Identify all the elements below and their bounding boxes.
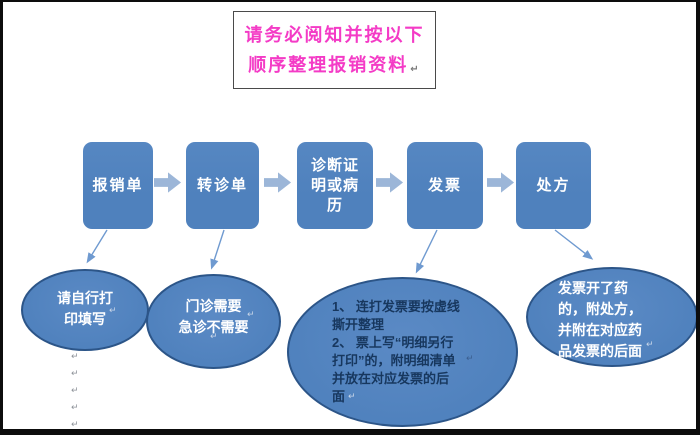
flow-step-label: 发票 bbox=[427, 176, 462, 194]
return-mark-icon: ↵ bbox=[466, 354, 474, 364]
right-block-arrow-icon bbox=[487, 172, 515, 193]
right-block-arrow-icon bbox=[376, 172, 404, 193]
note-ellipse-prescription-rules: 发票开了药 的，附处方， 并附在对应药 品发票的后面 bbox=[526, 267, 696, 367]
connector-to-note-print bbox=[86, 229, 108, 264]
return-mark-icon: ↵ bbox=[348, 392, 356, 402]
return-mark-icon: ↵ bbox=[646, 340, 654, 350]
note-ellipse-invoice-rules: 1、 连打发票要按虚线 撕开整理 2、 票上写“明细另行 打印”的，附明细清单 … bbox=[287, 277, 518, 427]
flow-step-invoice: 发票 bbox=[407, 142, 483, 229]
note-text: 1、 连打发票要按虚线 撕开整理 2、 票上写“明细另行 打印”的，附明细清单 … bbox=[332, 299, 460, 404]
connector-to-note-prescription bbox=[554, 229, 594, 260]
flow-step-diagnosis-or-record: 诊断证 明或病 历 bbox=[297, 142, 373, 229]
note-text: 请自行打 印填写 bbox=[57, 289, 113, 327]
title-line-1: 请务必阅知并按以下 bbox=[244, 25, 425, 45]
return-mark-icon: ↵ bbox=[71, 386, 79, 396]
return-mark-icon: ↵ bbox=[247, 310, 255, 320]
return-mark-icon: ↵ bbox=[71, 420, 79, 430]
flow-step-label: 转诊单 bbox=[196, 176, 248, 194]
right-block-arrow-icon bbox=[154, 172, 182, 193]
connector-to-note-referral bbox=[210, 229, 225, 270]
return-mark-icon: ↵ bbox=[71, 403, 79, 413]
note-text: 发票开了药 的，附处方， 并附在对应药 品发票的后面 bbox=[558, 280, 642, 359]
title-line-2: 顺序整理报销资料↵ bbox=[248, 50, 420, 80]
return-mark-icon: ↵ bbox=[71, 369, 79, 379]
flow-step-label: 诊断证 明或病 历 bbox=[310, 156, 359, 214]
note-ellipse-print-yourself: 请自行打 印填写 bbox=[21, 269, 149, 351]
flow-step-reimbursement-form: 报销单 bbox=[83, 142, 153, 229]
right-block-arrow-icon bbox=[264, 172, 292, 193]
connector-to-note-invoice bbox=[415, 229, 438, 274]
note-text: 门诊需要 急诊不需要 bbox=[178, 297, 249, 335]
return-mark-icon: ↵ bbox=[210, 332, 218, 342]
flow-step-label: 处方 bbox=[536, 176, 571, 194]
return-mark-icon: ↵ bbox=[410, 64, 421, 75]
flow-step-referral-form: 转诊单 bbox=[186, 142, 259, 229]
flow-step-prescription: 处方 bbox=[516, 142, 591, 229]
flow-step-label: 报销单 bbox=[92, 176, 144, 194]
title-box: 请务必阅知并按以下 顺序整理报销资料↵ bbox=[233, 11, 436, 89]
note-ellipse-outpatient-referral: 门诊需要 急诊不需要 bbox=[146, 274, 281, 369]
return-mark-icon: ↵ bbox=[109, 306, 117, 316]
return-mark-icon: ↵ bbox=[71, 352, 79, 362]
title-line-2-text: 顺序整理报销资料 bbox=[248, 55, 409, 75]
